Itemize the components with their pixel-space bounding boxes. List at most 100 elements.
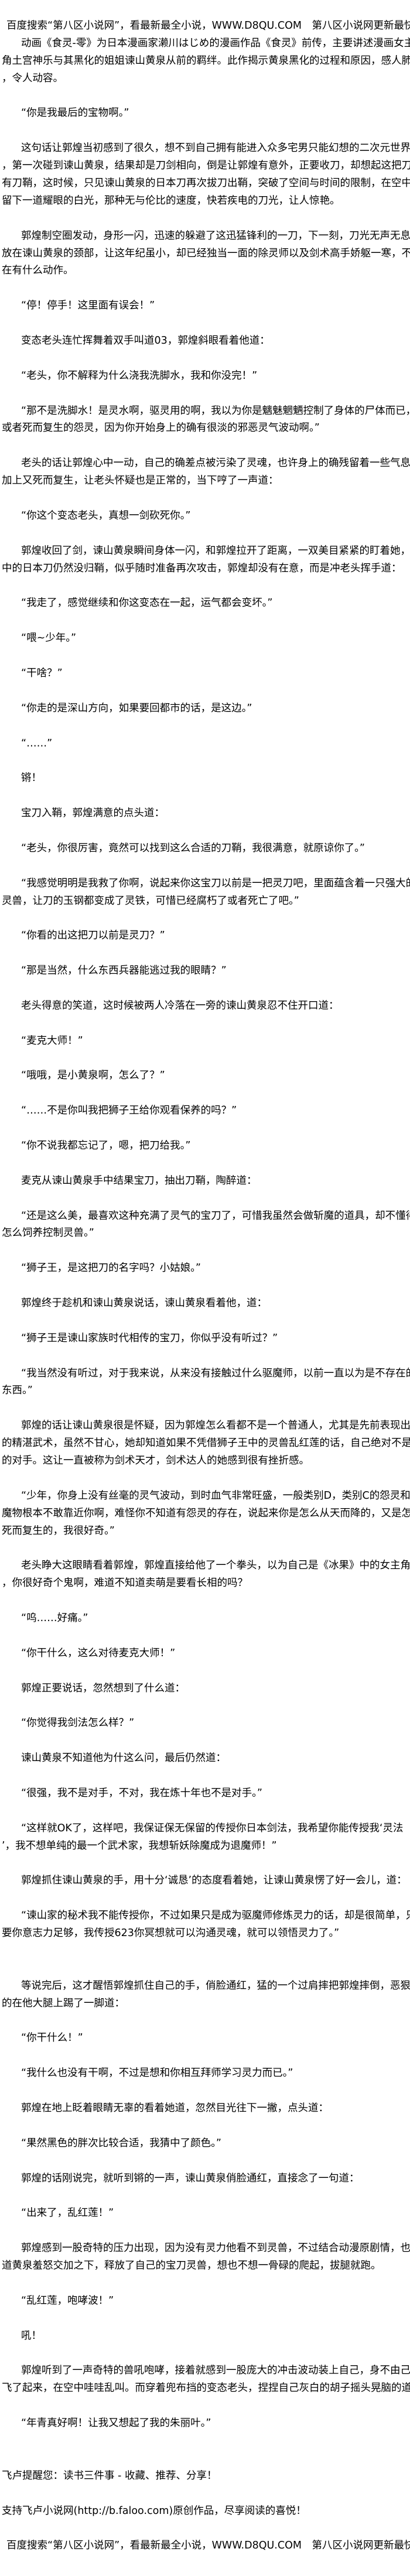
story-paragraph: 郭煌收回了剑，谏山黄泉瞬间身体一闪，和郭煌拉开了距离，一双美目紧紧的盯着她，手中… <box>0 543 410 578</box>
paragraph-line: 谏山黄泉不知道他为什这么问，最后仍然道： <box>21 1752 226 1765</box>
story-paragraph: “你走的是深山方向，如果要回都市的话，是这边。” <box>0 700 410 718</box>
story-paragraph: “那不是洗脚水！是灵水啊，驱灵用的啊，我以为你是魑魅魍魉控制了身体的尸体而已，或… <box>0 403 410 438</box>
paragraph-line: 在有什么动作。 <box>2 265 74 277</box>
paragraph-line: 郭煌正要说话，忽然想到了什么道： <box>21 1682 185 1694</box>
paragraph-line: “狮子王，是这把刀的名字吗？小姑娘。” <box>21 1262 201 1275</box>
intro-paragraph: 动画《食灵-零》为日本漫画家濑川はじめ的漫画作品《食灵》前传，主要讲述漫画女主角… <box>0 35 410 88</box>
paragraph-line: “你走的是深山方向，如果要回都市的话，是这边。” <box>21 702 252 714</box>
story-paragraph: “喂~少年。” <box>0 630 410 648</box>
paragraph-line: “我走了，感觉继续和你这变态在一起，运气都会变坏。” <box>21 597 273 609</box>
paragraph-line: “你看的出这把刀以前是灵刀？” <box>21 930 165 942</box>
paragraph-line: 这句话让郭煌当初感到了很久，想不到自己拥有能进入众多宅男只能幻想的二次元世界后 <box>21 142 410 155</box>
paragraph-line: 变态老头连忙挥舞着双手叫道03，郭煌斜眼看着他道： <box>21 335 270 347</box>
story-paragraph: “那是当然，什么东西兵器能逃过我的眼睛？” <box>0 962 410 980</box>
story-paragraph: “乱红莲，咆哮波！” <box>0 2293 410 2310</box>
story-paragraph: “……” <box>0 735 410 753</box>
paragraph-line: 老头的话让郭煌心中一动，自己的确差点被污染了灵魂，也许身上的确残留着一些气息， <box>21 457 410 470</box>
story-paragraph: “你是我最后的宝物啊。” <box>0 105 410 122</box>
paragraph-line: “谏山家的秘术我不能传授你，不过如果只是成为驱魔师修炼灵力的话，却是很简单，只 <box>21 1910 410 1922</box>
paragraph-line: “干啥？” <box>21 667 63 679</box>
story-paragraph: “果然黑色的胖次比较合适，我猜中了颜色。” <box>0 2135 410 2153</box>
paragraph-line: “老头，你很厉害，竟然可以找到这么合适的刀鞘，我很满意，就原谅你了。” <box>21 842 365 854</box>
paragraph-line: “那不是洗脚水！是灵水啊，驱灵用的啊，我以为你是魑魅魍魉控制了身体的尸体而已， <box>21 405 410 417</box>
story-paragraph: “你看的出这把刀以前是灵刀？” <box>0 927 410 945</box>
paragraph-line: 中的日本刀仍然没归鞘，似乎随时准备再次攻击，郭煌却没有在意，而是冲老头挥手道： <box>2 562 402 574</box>
paragraph-line: 郭煌的话刚说完，就听到锵的一声，谏山黄泉俏脸通红，直接念了一句道： <box>21 2172 360 2184</box>
paragraph-line: “少年，你身上没有丝毫的灵气波动，到时血气非常旺盛，一般类别D，类别C的怨灵和 <box>21 1489 410 1502</box>
paragraph-line: “我什么也没有干啊，不过是想和你相互拜师学习灵力而已。” <box>21 2067 293 2080</box>
story-paragraph: 这句话让郭煌当初感到了很久，想不到自己拥有能进入众多宅男只能幻想的二次元世界后 ，… <box>0 140 410 210</box>
story-paragraph: “你不说我都忘记了，嗯，把刀给我。” <box>0 1138 410 1155</box>
paragraph-line: 郭煌的话让谏山黄泉很是怀疑，因为郭煌怎么看都不是一个普通人，尤其是先前表现出来 <box>21 1420 410 1432</box>
paragraph-line: “那是当然，什么东西兵器能逃过我的眼睛？” <box>21 965 227 977</box>
story-paragraph: “狮子王是谏山家族时代相传的宝刀，你似乎没有听过？” <box>0 1330 410 1348</box>
paragraph-line: “乱红莲，咆哮波！” <box>21 2294 114 2307</box>
story-paragraph: “狮子王，是这把刀的名字吗？小姑娘。” <box>0 1260 410 1277</box>
paragraph-line: 麦克从谏山黄泉手中结果宝刀，抽出刀鞘，陶醉道： <box>21 1174 257 1187</box>
story-paragraph: 谏山黄泉不知道他为什这么问，最后仍然道： <box>0 1750 410 1767</box>
paragraph-line: “你是我最后的宝物啊。” <box>21 107 129 119</box>
story-paragraph: “我感觉明明是我救了你啊，说起来你这宝刀以前是一把灵刀吧，里面蕴含着一只强大的灵… <box>0 875 410 910</box>
paragraph-line: 放在谏山黄泉的颈部，让这年纪虽小，却已经独当一面的除灵师以及剑术高手娇躯一寒，不… <box>2 247 410 259</box>
story-paragraph: 等说完后，这才醒悟郭煌抓住自己的手，俏脸通红，猛的一个过肩摔把郭煌摔倒，恶狠狠的… <box>0 1978 410 2013</box>
paragraph-line: “年青真好啊！让我又想起了我的朱丽叶。” <box>21 2417 211 2430</box>
paragraph-line: “果然黑色的胖次比较合适，我猜中了颜色。” <box>21 2137 221 2149</box>
paragraph-line: 有刀鞘，这时候，只见谏山黄泉的日本刀再次拔刀出鞘，突破了空间与时间的限制，在空中… <box>2 177 410 190</box>
paragraph-line: 怎么饲养控制灵兽。” <box>2 1227 94 1239</box>
story-paragraph: “哦哦，是小黄泉啊，怎么了？” <box>0 1067 410 1085</box>
story-paragraph: “我走了，感觉继续和你这变态在一起，运气都会变坏。” <box>0 595 410 612</box>
paragraph-line: 魔物根本不敢靠近你啊，难怪你不知道有怨灵的存在，说起来你是怎么从天而降的，又是怎… <box>2 1507 410 1519</box>
story-paragraph: 老头的话让郭煌心中一动，自己的确差点被污染了灵魂，也许身上的确残留着一些气息， 加… <box>0 455 410 490</box>
paragraph-line: 郭煌在地上眨着眼睛无辜的看着她道，忽然目光往下一撇，点头道： <box>21 2102 329 2114</box>
story-paragraph: “我当然没有听过，对于我来说，从来没有接触过什么驱魔师，以前一直以为是不存在的东… <box>0 1365 410 1400</box>
paragraph-line: 的精湛武术，虽然不甘心，她却知道如果不凭借狮子王中的灵兽乱红莲的话，自己绝对不是… <box>2 1437 410 1450</box>
story-body: “你是我最后的宝物啊。” 这句话让郭煌当初感到了很久，想不到自己拥有能进入众多宅男… <box>0 105 410 2432</box>
intro-line: 动画《食灵-零》为日本漫画家濑川はじめ的漫画作品《食灵》前传，主要讲述漫画女主 <box>21 37 410 49</box>
paragraph-line: 郭煌感到一股奇特的压力出现，因为没有灵力他看不到灵兽，不过结合动漫原剧情，也知 <box>21 2242 410 2255</box>
paragraph-line: 留下一道耀眼的白光，那种无与伦比的速度，快若疾电的刀光，让人惊艳。 <box>2 194 340 207</box>
intro-line: 角土宫神乐与其黑化的姐姐谏山黄泉从前的羁绊。此作揭示黄泉黑化的过程和原因，感人肺… <box>2 54 410 67</box>
paragraph-line: “停！停手！这里面有误会！” <box>21 300 155 312</box>
paragraph-line: “出来了，乱红莲！” <box>21 2207 114 2219</box>
faloo-support-link[interactable]: 支持飞卢小说网(http://b.faloo.com)原创作品，尽享阅读的喜悦！ <box>2 2505 306 2517</box>
paragraph-line: “……不是你叫我把狮子王给你观看保养的吗？” <box>21 1105 237 1117</box>
story-paragraph: “停！停手！这里面有误会！” <box>0 297 410 315</box>
story-paragraph: 郭煌的话刚说完，就听到锵的一声，谏山黄泉俏脸通红，直接念了一句道： <box>0 2170 410 2188</box>
paragraph-line: 老头睁大这眼睛看着郭煌，郭煌直接给他了一个拳头，以为自己是《冰果》中的女主角啊 <box>21 1560 410 1572</box>
paragraph-line: 要你意志力足够，我传授623你冥想就可以沟通灵魂，就可以领悟灵力了。” <box>2 1927 340 1940</box>
paragraph-line: “你干什么！” <box>21 2032 83 2044</box>
paragraph-line: 的对手。这让一直被称为剑术天才，剑术达人的她感到很有挫折感。 <box>2 1455 309 1467</box>
paragraph-line: “你干什么，这么对待麦克大师！” <box>21 1647 176 1659</box>
paragraph-line: 道黄泉羞怒交加之下，释放了自己的宝刀灵兽，想也不想一骨碌的爬起，拔腿就跑。 <box>2 2260 381 2272</box>
paragraph-line: 东西。” <box>2 1385 33 1397</box>
chapter-document: 百度搜索“第八区小说网”，看最新最全小说，WWW.D8QU.COM 第八区小说网… <box>0 18 410 2555</box>
story-paragraph: “你干什么！” <box>0 2030 410 2047</box>
paragraph-line: 老头得意的笑道，这时候被两人冷落在一旁的谏山黄泉忍不住开口道： <box>21 999 339 1012</box>
story-paragraph: 郭煌抓住谏山黄泉的手，用十分‘诚恳’的态度看着她，让谏山黄泉愣了好一会儿，道： <box>0 1872 410 1890</box>
paragraph-line: 锵！ <box>21 772 42 785</box>
paragraph-line: 郭煌听到了一声奇特的兽吼咆哮，接着就感到一股庞大的冲击波动装上自己，身不由己的 <box>21 2365 410 2377</box>
paragraph-line: “狮子王是谏山家族时代相传的宝刀，你似乎没有听过？” <box>21 1332 278 1344</box>
story-paragraph: “我什么也没有干啊，不过是想和你相互拜师学习灵力而已。” <box>0 2065 410 2082</box>
story-paragraph: “谏山家的秘术我不能传授你，不过如果只是成为驱魔师修炼灵力的话，却是很简单，只要… <box>0 1907 410 1943</box>
story-paragraph: “很强，我不是对手，不对，我在炼十年也不是对手。” <box>0 1785 410 1803</box>
story-paragraph: “麦克大师！” <box>0 1033 410 1050</box>
paragraph-line: ，第一次碰到谏山黄泉，结果却是刀剑相向，倒是让郭煌有意外，正要收刀，却想起这把刀… <box>2 160 410 172</box>
story-paragraph: 宝刀入鞘，郭煌满意的点头道： <box>0 805 410 823</box>
story-paragraph: 郭煌听到了一声奇特的兽吼咆哮，接着就感到一股庞大的冲击波动装上自己，身不由己的飞… <box>0 2362 410 2397</box>
paragraph-line: 加上又死而复生，让老头怀疑也是正常的，当下哼了一声道： <box>2 475 279 487</box>
paragraph-line: “我当然没有听过，对于我来说，从来没有接触过什么驱魔师，以前一直以为是不存在的 <box>21 1367 410 1379</box>
story-paragraph: “还是这么美，最喜欢这种充满了灵气的宝刀了，可惜我虽然会做斩魔的道具，却不懂得怎… <box>0 1208 410 1243</box>
paragraph-line: 死而复生的，我很好奇。” <box>2 1525 115 1537</box>
paragraph-line: “我感觉明明是我救了你啊，说起来你这宝刀以前是一把灵刀吧，里面蕴含着一只强大的 <box>21 877 410 889</box>
paragraph-line: 宝刀入鞘，郭煌满意的点头道： <box>21 807 165 820</box>
story-paragraph: 郭煌的话让谏山黄泉很是怀疑，因为郭煌怎么看都不是一个普通人，尤其是先前表现出来的… <box>0 1417 410 1470</box>
paragraph-line: “你不说我都忘记了，嗯，把刀给我。” <box>21 1140 191 1152</box>
paragraph-line: “哦哦，是小黄泉啊，怎么了？” <box>21 1070 165 1082</box>
paragraph-line: “还是这么美，最喜欢这种充满了灵气的宝刀了，可惜我虽然会做斩魔的道具，却不懂得 <box>21 1210 410 1222</box>
story-paragraph: “少年，你身上没有丝毫的灵气波动，到时血气非常旺盛，一般类别D，类别C的怨灵和魔… <box>0 1488 410 1540</box>
intro-line: ，令人动容。 <box>2 72 63 84</box>
story-paragraph: 吼！ <box>0 2328 410 2345</box>
story-paragraph: “出来了，乱红莲！” <box>0 2205 410 2222</box>
story-paragraph: 郭煌在地上眨着眼睛无辜的看着她道，忽然目光往下一撇，点头道： <box>0 2100 410 2118</box>
